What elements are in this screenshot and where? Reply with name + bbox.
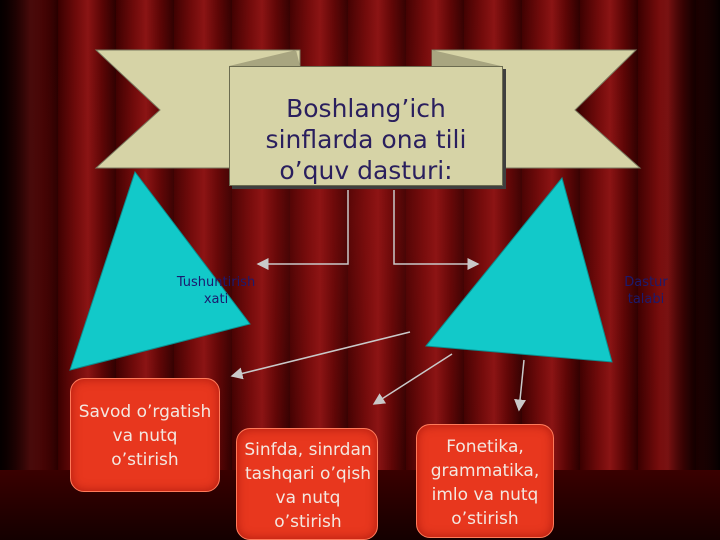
right-triangle-label: Dastur talabi: [624, 275, 668, 307]
content-box-1-line-3: o’stirish: [111, 450, 179, 470]
content-box-1-line-2: va nutq: [112, 426, 178, 446]
right-triangle: [425, 176, 613, 363]
content-box-3-line-2: grammatika,: [430, 461, 540, 481]
content-box-2-line-4: o’stirish: [274, 512, 342, 532]
content-box-2-line-2: tashqari o’qish: [245, 464, 371, 484]
content-box-1-line-1: Savod o’rgatish: [78, 402, 212, 422]
connector-left: [256, 190, 349, 270]
title-banner: Boshlang’ich sinflarda ona tili o’quv da…: [229, 66, 503, 186]
ribbon-fold-right: [432, 50, 501, 66]
page-title: Boshlang’ich sinflarda ona tili o’quv da…: [265, 94, 467, 185]
arrow-to-box-1: [230, 331, 411, 380]
content-box-2-line-3: va nutq: [275, 488, 341, 508]
connector-right: [393, 190, 480, 270]
content-box-3-line-3: imlo va nutq: [431, 485, 539, 505]
curtain-shadow-right: [660, 0, 720, 540]
arrow-to-box-2: [372, 353, 453, 405]
content-box-3-line-1: Fonetika,: [446, 437, 524, 457]
content-box-1: [70, 378, 220, 492]
content-box-2: [236, 428, 378, 540]
content-box-3-line-4: o’stirish: [451, 509, 519, 529]
left-triangle: [69, 170, 251, 371]
ribbon-fold-left: [229, 50, 300, 66]
arrow-to-box-3: [514, 359, 527, 412]
curtain-shadow-left: [0, 0, 60, 540]
content-box-2-line-1: Sinfda, sinrdan: [244, 440, 372, 460]
left-triangle-label: Tushuntirish xati: [176, 275, 256, 307]
content-box-3: [416, 424, 554, 538]
